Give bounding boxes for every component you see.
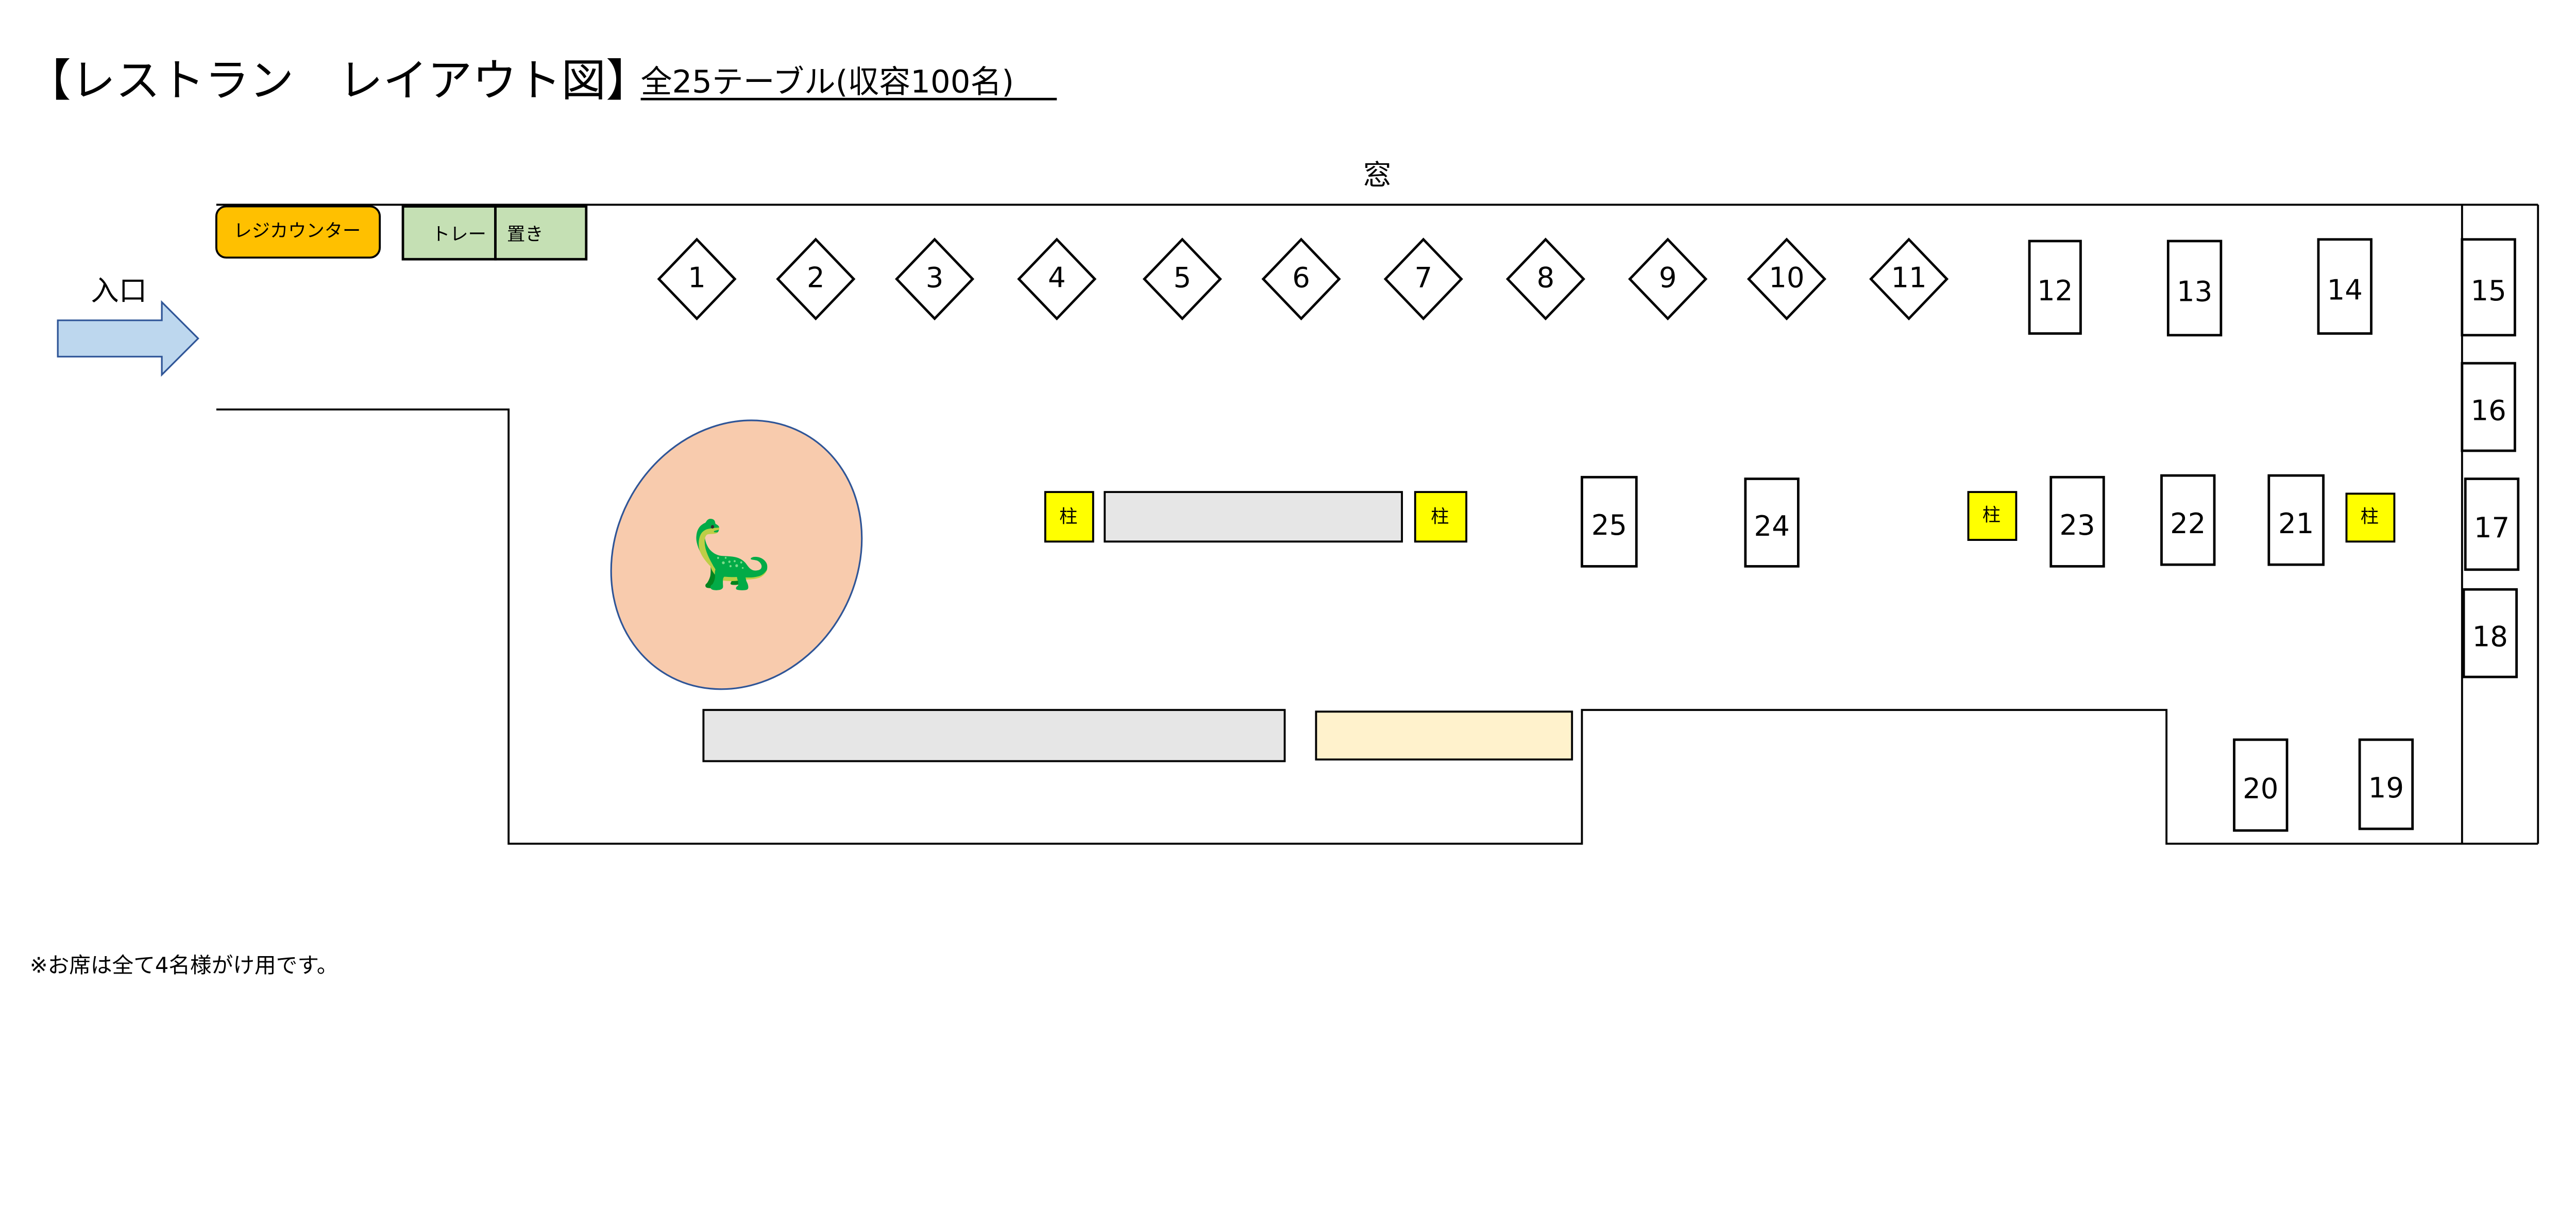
table-number: 19 bbox=[2368, 771, 2404, 804]
table-number: 17 bbox=[2474, 511, 2510, 544]
table-number: 2 bbox=[807, 261, 825, 294]
counter-gray-upper bbox=[1104, 491, 1403, 543]
play-area bbox=[610, 419, 863, 690]
table-21 bbox=[2267, 474, 2325, 566]
table-number: 3 bbox=[926, 261, 944, 294]
table-number: 9 bbox=[1659, 261, 1677, 294]
table-number: 8 bbox=[1537, 261, 1555, 294]
table-6 bbox=[1261, 237, 1341, 321]
table-number: 10 bbox=[1769, 261, 1804, 294]
pillar-label: 柱 bbox=[2361, 506, 2379, 528]
diamond-tables: 1 2 3 4 5 6 7 8 9 10 11 bbox=[657, 237, 1949, 321]
table-number: 1 bbox=[688, 261, 706, 294]
table-14 bbox=[2317, 238, 2372, 335]
table-number: 15 bbox=[2470, 274, 2506, 307]
dinosaur-icon: 🦕 bbox=[690, 516, 773, 593]
table-20 bbox=[2233, 738, 2289, 832]
table-7 bbox=[1383, 237, 1463, 321]
pillar-label: 柱 bbox=[1059, 506, 1077, 528]
table-19 bbox=[2358, 738, 2414, 830]
page-title: 【レストラン レイアウト図】 bbox=[26, 55, 650, 107]
table-1 bbox=[657, 237, 737, 321]
table-number: 4 bbox=[1048, 261, 1066, 294]
table-number: 12 bbox=[2037, 274, 2073, 307]
table-22 bbox=[2160, 474, 2216, 566]
table-24 bbox=[1744, 478, 1800, 568]
register-label: レジカウンター bbox=[234, 220, 361, 242]
table-number: 20 bbox=[2243, 772, 2278, 805]
tray-label-2: 置き bbox=[507, 224, 543, 245]
entrance-arrow-icon bbox=[57, 300, 199, 377]
table-number: 23 bbox=[2059, 508, 2095, 541]
footnote: ※お席は全て4名様がけ用です。 bbox=[30, 952, 338, 978]
table-2 bbox=[776, 237, 856, 321]
table-number: 7 bbox=[1414, 261, 1432, 294]
table-10 bbox=[1747, 237, 1826, 321]
table-4 bbox=[1017, 237, 1097, 321]
tray-label-1: トレー bbox=[432, 224, 486, 245]
rect-tables: 12 13 14 15 16 17 18 19 20 21 22 23 24 25 bbox=[1581, 238, 2520, 832]
table-number: 21 bbox=[2278, 507, 2314, 540]
table-number: 14 bbox=[2327, 273, 2363, 306]
register-counter bbox=[215, 205, 381, 259]
table-25 bbox=[1581, 475, 1638, 568]
pillar bbox=[1044, 491, 1094, 543]
table-number: 6 bbox=[1292, 261, 1310, 294]
table-9 bbox=[1628, 237, 1708, 321]
pillar bbox=[1967, 491, 2018, 541]
table-number: 24 bbox=[1754, 509, 1789, 542]
window-label: 窓 bbox=[1363, 159, 1391, 192]
table-number: 5 bbox=[1174, 261, 1192, 294]
table-12 bbox=[2028, 240, 2082, 335]
counter-gray-lower bbox=[702, 709, 1286, 762]
entrance-label: 入口 bbox=[91, 274, 147, 307]
table-number: 13 bbox=[2177, 275, 2212, 308]
table-number: 25 bbox=[1591, 508, 1627, 541]
counter-cream bbox=[1315, 710, 1573, 761]
table-15 bbox=[2461, 238, 2516, 337]
layout-diagram: 【レストラン レイアウト図】 全25テーブル(収容100名) 窓 レジカウンター… bbox=[26, 55, 2539, 978]
pillar bbox=[2345, 492, 2396, 543]
table-8 bbox=[1505, 237, 1586, 321]
pillar-label: 柱 bbox=[1431, 506, 1449, 528]
table-17 bbox=[2464, 478, 2520, 571]
table-number: 18 bbox=[2472, 620, 2508, 653]
table-number: 11 bbox=[1891, 261, 1926, 294]
table-23 bbox=[2049, 475, 2105, 568]
table-16 bbox=[2461, 362, 2516, 452]
pillar bbox=[1414, 491, 1468, 543]
table-number: 16 bbox=[2470, 394, 2506, 427]
table-number: 22 bbox=[2170, 507, 2206, 540]
wall-lower bbox=[216, 408, 2538, 845]
table-11 bbox=[1869, 237, 1949, 321]
tray-station-right bbox=[494, 205, 588, 261]
pillar-label: 柱 bbox=[1982, 504, 2001, 525]
table-3 bbox=[895, 237, 975, 321]
page-subtitle: 全25テーブル(収容100名) bbox=[641, 63, 1014, 100]
tray-station-left bbox=[401, 205, 497, 261]
table-5 bbox=[1142, 237, 1222, 321]
table-13 bbox=[2166, 240, 2223, 337]
table-18 bbox=[2462, 588, 2518, 678]
